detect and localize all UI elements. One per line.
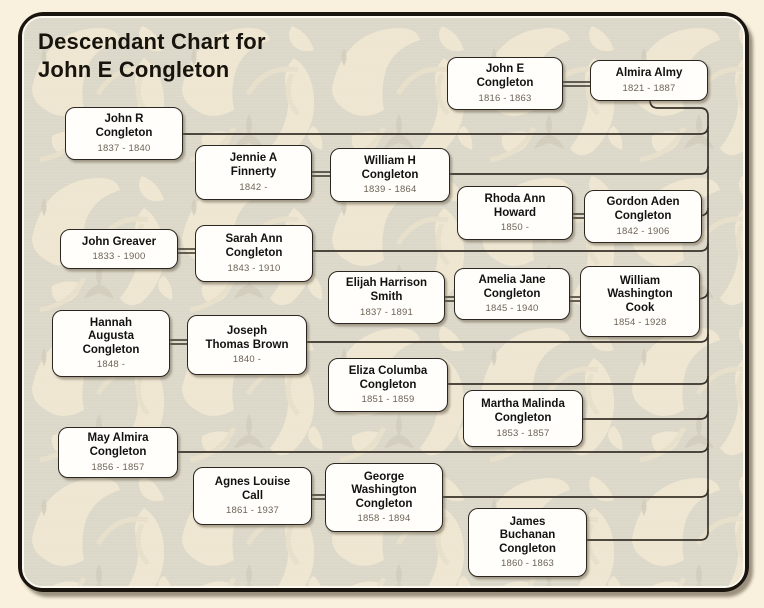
person-dates: 1842 - — [239, 181, 268, 193]
person-name: John E Congleton — [476, 63, 534, 89]
person-box-gordon[interactable]: Gordon Aden Congleton 1842 - 1906 — [584, 190, 702, 243]
person-name: May Almira Congleton — [87, 432, 149, 458]
person-name: William H Congleton — [361, 154, 419, 181]
person-dates: 1845 - 1940 — [485, 303, 539, 315]
chart-title: Descendant Chart for John E Congleton — [38, 29, 266, 82]
person-name: Agnes Louise Call — [214, 475, 291, 502]
person-dates: 1854 - 1928 — [613, 317, 667, 329]
person-box-james[interactable]: James Buchanan Congleton 1860 - 1863 — [468, 508, 587, 577]
person-name: Eliza Columba Congleton — [348, 364, 428, 391]
person-dates: 1851 - 1859 — [361, 394, 415, 406]
person-box-martha[interactable]: Martha Malinda Congleton 1853 - 1857 — [463, 390, 583, 447]
person-dates: 1843 - 1910 — [227, 262, 281, 274]
person-name: Rhoda Ann Howard — [484, 192, 546, 219]
person-name: John R Congleton — [95, 113, 153, 139]
person-name: Hannah Augusta Congleton — [82, 316, 140, 356]
person-dates: 1850 - — [500, 222, 530, 234]
person-dates: 1821 - 1887 — [622, 82, 676, 94]
person-dates: 1840 - — [232, 354, 262, 366]
person-name: Sarah Ann Congleton — [225, 233, 283, 259]
person-box-hannah[interactable]: Hannah Augusta Congleton 1848 - — [52, 310, 170, 377]
person-name: Jennie A Finnerty — [229, 152, 278, 178]
person-dates: 1842 - 1906 — [616, 225, 670, 237]
person-dates: 1837 - 1891 — [360, 306, 413, 318]
person-box-greaver[interactable]: John Greaver 1833 - 1900 — [60, 229, 178, 269]
person-dates: 1837 - 1840 — [97, 142, 151, 154]
person-box-cook[interactable]: William Washington Cook 1854 - 1928 — [580, 266, 700, 337]
person-dates: 1858 - 1894 — [357, 513, 411, 525]
person-box-john-r[interactable]: John R Congleton 1837 - 1840 — [65, 107, 183, 160]
person-dates: 1861 - 1937 — [226, 505, 279, 517]
person-dates: 1848 - — [96, 359, 126, 371]
person-box-may[interactable]: May Almira Congleton 1856 - 1857 — [58, 427, 178, 478]
person-name: Joseph Thomas Brown — [205, 324, 289, 351]
person-name: Gordon Aden Congleton — [606, 196, 680, 222]
person-box-eliza[interactable]: Eliza Columba Congleton 1851 - 1859 — [328, 358, 448, 412]
person-name: James Buchanan Congleton — [499, 515, 556, 555]
person-name: John Greaver — [81, 235, 157, 248]
person-box-sarah[interactable]: Sarah Ann Congleton 1843 - 1910 — [195, 225, 313, 282]
person-name: Elijah Harrison Smith — [345, 277, 428, 303]
person-box-william-h[interactable]: William H Congleton 1839 - 1864 — [330, 148, 450, 202]
person-box-jennie[interactable]: Jennie A Finnerty 1842 - — [195, 145, 312, 200]
person-box-agnes[interactable]: Agnes Louise Call 1861 - 1937 — [193, 467, 312, 525]
person-name: Amelia Jane Congleton — [478, 273, 546, 300]
person-box-george[interactable]: George Washington Congleton 1858 - 1894 — [325, 463, 443, 532]
person-dates: 1839 - 1864 — [363, 184, 417, 196]
person-name: William Washington Cook — [607, 274, 673, 314]
person-name: Martha Malinda Congleton — [481, 398, 565, 424]
person-box-elijah[interactable]: Elijah Harrison Smith 1837 - 1891 — [328, 271, 445, 324]
person-dates: 1860 - 1863 — [501, 558, 554, 570]
person-box-john-e[interactable]: John E Congleton 1816 - 1863 — [447, 57, 563, 110]
person-box-joseph[interactable]: Joseph Thomas Brown 1840 - — [187, 315, 307, 375]
person-name: Almira Almy — [615, 67, 683, 80]
person-box-almira[interactable]: Almira Almy 1821 - 1887 — [590, 60, 708, 101]
person-name: George Washington Congleton — [351, 470, 417, 510]
person-dates: 1853 - 1857 — [496, 427, 550, 439]
person-dates: 1816 - 1863 — [478, 92, 532, 104]
person-box-amelia[interactable]: Amelia Jane Congleton 1845 - 1940 — [454, 268, 570, 320]
person-box-rhoda[interactable]: Rhoda Ann Howard 1850 - — [457, 186, 573, 240]
person-dates: 1856 - 1857 — [91, 461, 145, 473]
person-dates: 1833 - 1900 — [92, 251, 146, 263]
